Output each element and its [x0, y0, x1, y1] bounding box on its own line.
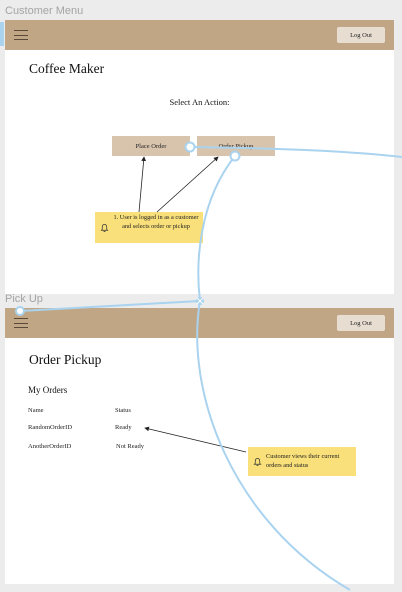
annotation-arrow: [138, 156, 147, 213]
logout-button[interactable]: Log Out: [337, 27, 385, 43]
flow-connection-line: [197, 155, 236, 302]
logout-button[interactable]: Log Out: [337, 315, 385, 331]
connection-handle[interactable]: [15, 306, 25, 316]
annotation-arrow: [156, 156, 219, 213]
order-name: AnotherOrderID: [28, 443, 72, 450]
note-text: 1. User is logged in as a customer and s…: [113, 214, 199, 230]
connection-handle[interactable]: [229, 150, 241, 162]
bell-icon: [253, 457, 262, 466]
column-header-name: Name: [28, 407, 44, 414]
order-pickup-button[interactable]: Order Pickup: [197, 136, 275, 156]
pick-up-frame: Log Out Order Pickup My Orders Name Stat…: [5, 308, 394, 584]
menu-icon[interactable]: [14, 30, 28, 40]
customer-menu-frame: Log Out Coffee Maker Select An Action: P…: [5, 20, 394, 294]
annotation-note: 1. User is logged in as a customer and s…: [95, 212, 203, 243]
frame-label-customer-menu: Customer Menu: [5, 5, 84, 17]
action-prompt: Select An Action:: [169, 97, 230, 107]
order-name: RandomOrderID: [28, 424, 73, 431]
order-status: Ready: [115, 424, 132, 431]
top-bar: Log Out: [5, 308, 394, 338]
order-status: Not Ready: [116, 443, 144, 450]
frame-label-pick-up: Pick Up: [5, 293, 43, 305]
note-text: Customer views their current orders and …: [266, 453, 340, 469]
bell-icon: [100, 223, 109, 232]
menu-icon[interactable]: [14, 318, 28, 328]
top-bar: Log Out: [5, 20, 394, 50]
flow-connection-line: [189, 146, 402, 158]
page-title: Order Pickup: [29, 352, 102, 367]
connection-handle[interactable]: [184, 141, 196, 153]
column-header-status: Status: [115, 407, 131, 414]
connection-start-icon[interactable]: [196, 297, 204, 305]
page-title: Coffee Maker: [29, 61, 105, 76]
annotation-note: Customer views their current orders and …: [248, 447, 356, 476]
annotation-arrow: [144, 426, 247, 453]
frame-edge-marker: [0, 22, 4, 46]
flow-connection-line: [196, 300, 351, 591]
section-title: My Orders: [28, 385, 68, 395]
flow-connection-line: [19, 300, 201, 312]
place-order-button[interactable]: Place Order: [112, 136, 190, 156]
